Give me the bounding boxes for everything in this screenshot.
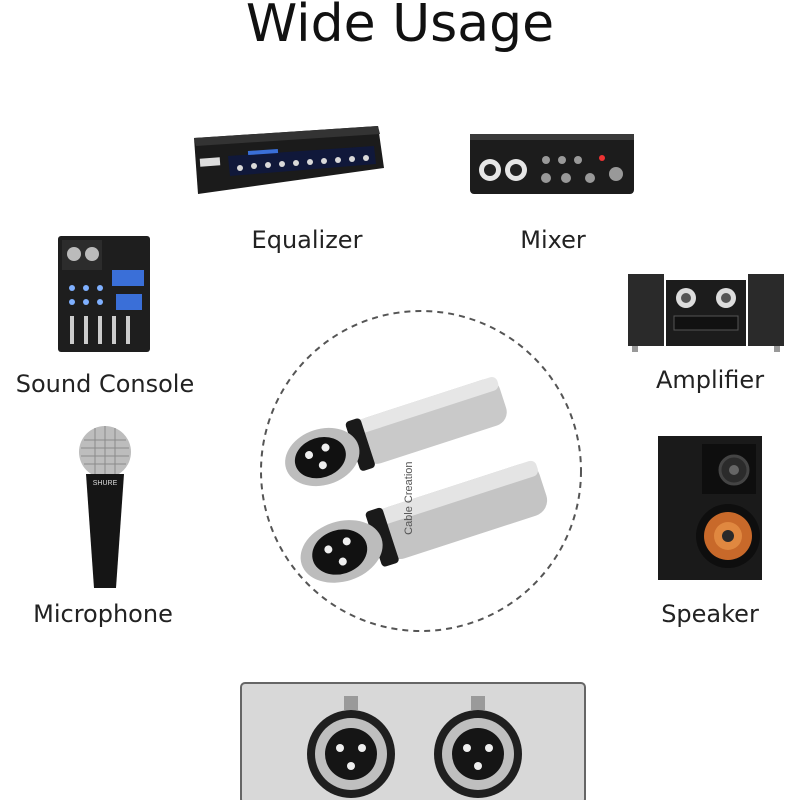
adapter-showcase: Cable Creation <box>260 310 582 632</box>
amplifier-image <box>628 274 784 352</box>
page-title: Wide Usage <box>245 0 555 54</box>
microphone-image: SHURE <box>79 426 131 588</box>
xlr-jack-right-icon <box>434 696 522 798</box>
adapter-brand: Cable Creation <box>403 462 415 535</box>
mixer-label: Mixer <box>520 226 586 254</box>
sound-console-image <box>58 236 150 352</box>
equalizer-image <box>194 126 384 194</box>
xlr-jack-left-icon <box>307 696 395 798</box>
mixer-image <box>470 134 634 194</box>
equalizer-label: Equalizer <box>251 226 363 254</box>
connector-panel <box>240 682 586 800</box>
speaker-image <box>658 436 762 580</box>
microphone-label: Microphone <box>33 600 173 628</box>
sound-console-label: Sound Console <box>15 370 195 398</box>
amplifier-label: Amplifier <box>655 366 765 394</box>
speaker-label: Speaker <box>661 600 759 628</box>
microphone-brand: SHURE <box>93 480 118 487</box>
